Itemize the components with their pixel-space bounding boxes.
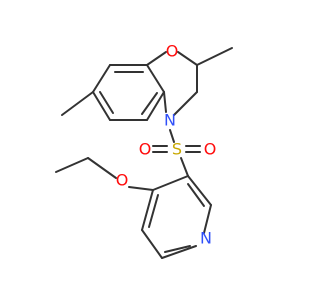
double-bond-inner	[141, 92, 158, 115]
pyridine-ring	[141, 175, 212, 259]
n-s-bond	[169, 129, 175, 143]
bond	[141, 229, 163, 259]
bond	[177, 51, 198, 66]
bond	[92, 64, 111, 93]
so2-double-bonds	[152, 145, 201, 153]
bond	[173, 91, 198, 116]
bond	[152, 175, 189, 191]
bond	[92, 91, 111, 121]
oxazine-ring	[146, 51, 198, 116]
structure-diagram: O N S O O O N	[55, 42, 233, 259]
bond	[203, 204, 212, 234]
s-c-bond	[180, 157, 189, 177]
bond	[146, 51, 167, 66]
o-ch2-bond	[87, 157, 117, 179]
benzene-ring	[92, 64, 165, 121]
atom-label-ethoxy-oxygen: O	[116, 171, 129, 190]
bond	[163, 91, 167, 113]
atom-label-oxygen: O	[166, 42, 179, 61]
methyl-bond	[196, 47, 233, 66]
structure-svg: O N S O O O N	[55, 42, 233, 259]
bond	[187, 175, 212, 206]
double-bond-inner	[187, 183, 205, 207]
atom-label-nitrogen: N	[164, 111, 176, 130]
atom-label-sulfonyl-oxygen-right: O	[204, 140, 217, 159]
ch2-ch3-bond	[55, 157, 89, 173]
atom-label-pyridine-nitrogen: N	[200, 229, 212, 248]
double-bond-inner	[99, 91, 114, 114]
methyl-bond	[61, 91, 94, 116]
bond	[146, 91, 165, 121]
c-o-bond	[128, 186, 154, 191]
bond	[161, 245, 197, 259]
double-bond-inner	[164, 245, 191, 253]
bond	[146, 64, 165, 93]
atom-label-sulfur: S	[172, 140, 182, 159]
double-bond-inner	[148, 194, 159, 228]
bond	[141, 189, 154, 231]
atom-label-sulfonyl-oxygen-left: O	[139, 140, 152, 159]
